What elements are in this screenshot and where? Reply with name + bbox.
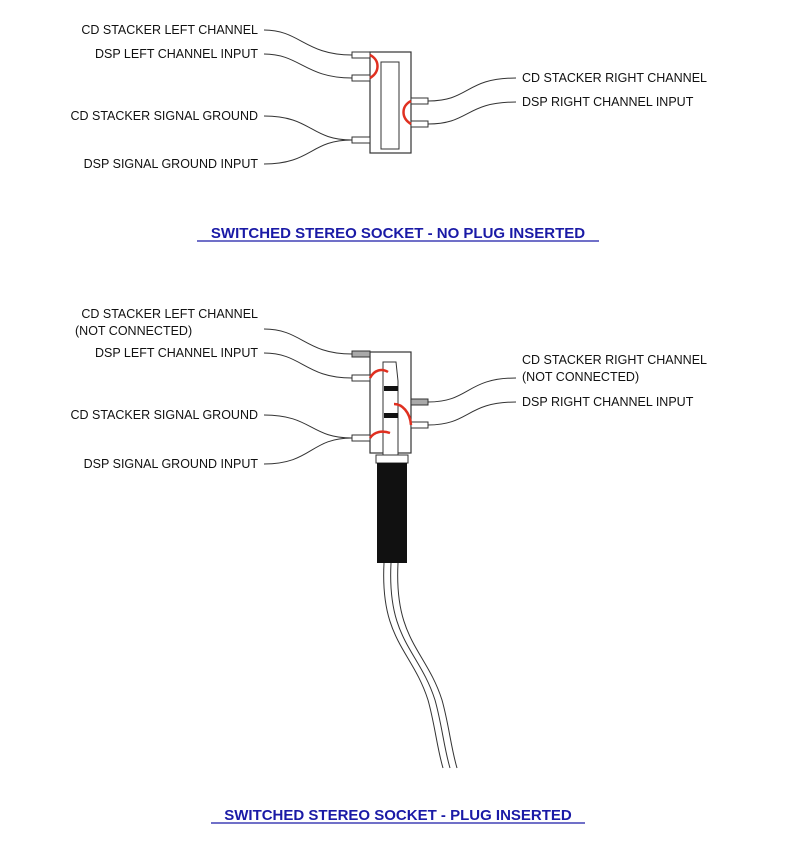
socket-body [351, 51, 429, 154]
label-not-connected-left: (NOT CONNECTED) [75, 324, 192, 338]
wire-dsp-right [427, 401, 517, 426]
cable-line-1 [383, 562, 444, 769]
wire-dsp-left [263, 53, 353, 79]
wire-dsp-ground [263, 139, 353, 165]
label-cd-stacker-right-channel: CD STACKER RIGHT CHANNEL [522, 353, 707, 367]
plug-handle [377, 463, 407, 563]
wire-cd-stacker-ground [263, 115, 353, 141]
label-cd-stacker-signal-ground: CD STACKER SIGNAL GROUND [70, 408, 258, 422]
title-plug-inserted: SWITCHED STEREO SOCKET - PLUG INSERTED [224, 807, 572, 824]
switch-contact-right [402, 99, 412, 126]
socket-bore [380, 61, 400, 150]
leader-wires [263, 328, 517, 465]
pin-dsp-left [351, 374, 371, 382]
wire-cd-stacker-left [263, 328, 353, 355]
label-dsp-left-channel-input: DSP LEFT CHANNEL INPUT [95, 346, 258, 360]
pin-dsp-left [351, 74, 371, 82]
pin-cd-left [351, 51, 371, 59]
wire-cd-stacker-right [427, 377, 517, 403]
switch-contact-right [393, 402, 413, 426]
plug-tip [382, 361, 399, 459]
label-dsp-right-channel-input: DSP RIGHT CHANNEL INPUT [522, 395, 694, 409]
label-dsp-left-channel-input: DSP LEFT CHANNEL INPUT [95, 47, 258, 61]
label-dsp-signal-ground-input: DSP SIGNAL GROUND INPUT [84, 157, 259, 171]
label-dsp-signal-ground-input: DSP SIGNAL GROUND INPUT [84, 457, 259, 471]
switch-contact-left [368, 368, 389, 379]
socket-body [351, 350, 458, 769]
label-cd-stacker-signal-ground: CD STACKER SIGNAL GROUND [70, 109, 258, 123]
pin-ground [351, 434, 371, 442]
wire-cd-stacker-right [427, 77, 517, 102]
pin-cd-left-disconnected [351, 350, 371, 358]
pin-dsp-right [410, 421, 429, 429]
cable-line-3 [397, 562, 458, 769]
label-cd-stacker-left-channel: CD STACKER LEFT CHANNEL [81, 23, 258, 37]
wire-dsp-ground [263, 437, 353, 465]
pin-dsp-right [410, 120, 429, 128]
plug-collar [375, 454, 409, 464]
wire-cd-stacker-ground [263, 414, 353, 439]
wire-dsp-left [263, 352, 353, 379]
label-not-connected-right: (NOT CONNECTED) [522, 370, 639, 384]
cable-line-2 [390, 562, 451, 769]
title-no-plug: SWITCHED STEREO SOCKET - NO PLUG INSERTE… [211, 225, 585, 242]
label-cd-stacker-right-channel: CD STACKER RIGHT CHANNEL [522, 71, 707, 85]
pin-cd-right-disconnected [410, 398, 429, 406]
no-plug-diagram: CD STACKER LEFT CHANNEL DSP LEFT CHANNEL… [70, 23, 707, 242]
plug-insulator-ring-1 [384, 386, 398, 391]
plug-inserted-diagram: CD STACKER LEFT CHANNEL (NOT CONNECTED) … [70, 307, 707, 824]
leader-wires [263, 29, 517, 165]
label-cd-stacker-left-channel: CD STACKER LEFT CHANNEL [81, 307, 258, 321]
plug-insulator-ring-2 [384, 413, 398, 418]
switch-contact-ground [368, 430, 391, 439]
switch-contact-left [369, 53, 379, 80]
wire-dsp-right [427, 101, 517, 125]
pin-ground [351, 136, 371, 144]
label-dsp-right-channel-input: DSP RIGHT CHANNEL INPUT [522, 95, 694, 109]
wire-cd-stacker-left [263, 29, 353, 56]
pin-cd-right [410, 97, 429, 105]
